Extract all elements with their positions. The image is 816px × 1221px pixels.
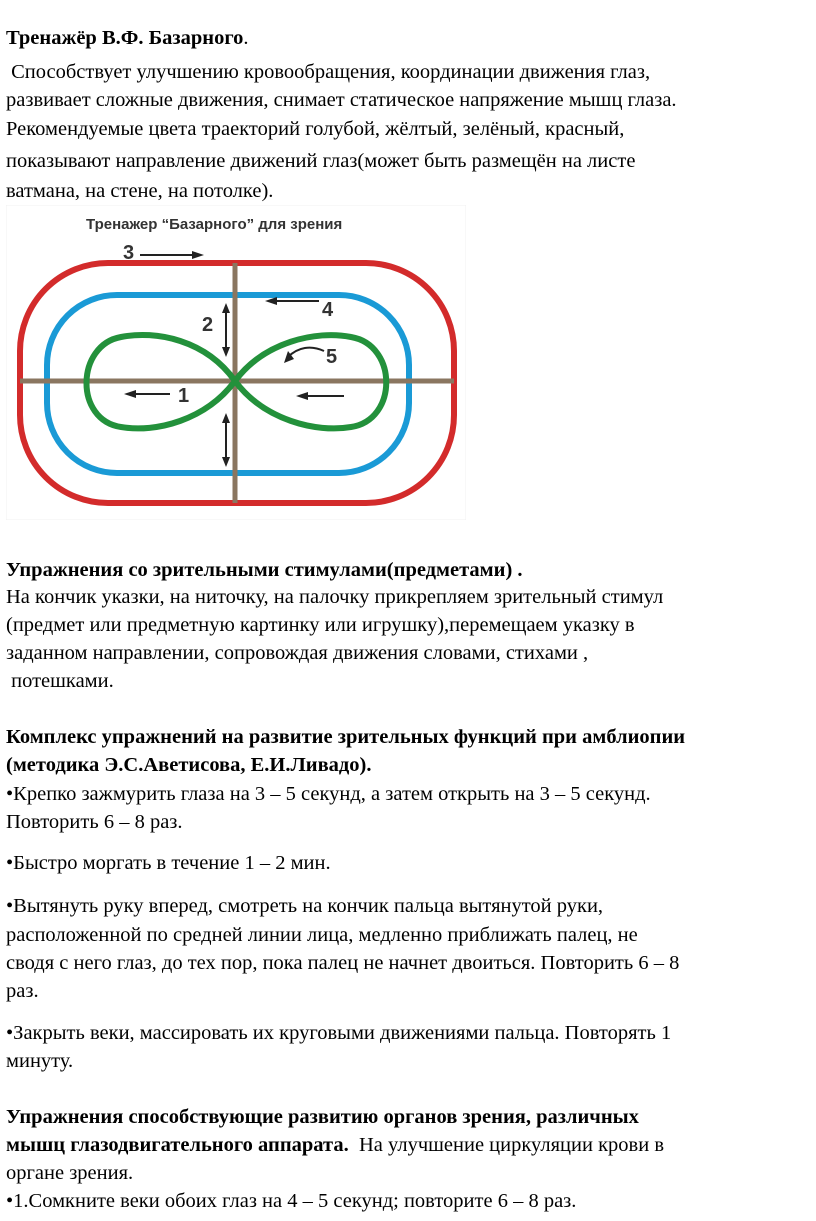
- intro-line-5: ватмана, на стене, на потолке).: [6, 180, 274, 202]
- arrow-1-head: [124, 390, 136, 398]
- section3-line-3: органе зрения.: [6, 1162, 134, 1184]
- arrow-3-head: [192, 251, 204, 259]
- intro-block: Тренажёр В.Ф. Базарного.: [6, 24, 249, 53]
- section2-item3-line-2: расположенной по средней линии лица, мед…: [6, 924, 638, 946]
- section2-heading-1: Комплекс упражнений на развитие зрительн…: [6, 726, 686, 748]
- arrow-lower-head-down: [222, 457, 230, 467]
- intro-line-1: Способствует улучшению кровообращения, к…: [6, 61, 651, 83]
- arrow-right-head: [296, 392, 308, 400]
- section1-line-3: заданном направлении, сопровождая движен…: [6, 642, 589, 664]
- green-figure-eight: [83, 331, 390, 432]
- section2-item4-line-1: •Закрыть веки, массировать их круговыми …: [6, 1022, 672, 1044]
- section2-item3-line-3: сводя с него глаз, до тех пор, пока пале…: [6, 952, 680, 974]
- label-4: 4: [322, 299, 334, 321]
- section2-item1-line-1: •Крепко зажмурить глаза на 3 – 5 секунд,…: [6, 783, 651, 805]
- label-3: 3: [123, 242, 134, 264]
- section2-heading-2: (методика Э.С.Аветисова, Е.И.Ливадо).: [6, 754, 372, 776]
- label-1: 1: [178, 385, 189, 407]
- section2-item2: •Быстро моргать в течение 1 – 2 мин.: [6, 852, 331, 874]
- arrow-2-head-up: [222, 303, 230, 313]
- section3-item-1: •1.Сомкните веки обоих глаз на 4 – 5 сек…: [6, 1190, 577, 1212]
- section2-item3-line-1: •Вытянуть руку вперед, смотреть на кончи…: [6, 895, 604, 917]
- trainer-diagram: Тренажер “Базарного” для зрения 3 4 2 5: [6, 205, 466, 520]
- section2-item4-line-2: минуту.: [6, 1050, 74, 1072]
- intro-line-3: Рекомендуемые цвета траекторий голубой, …: [6, 118, 625, 140]
- intro-line-4: показывают направление движений глаз(мож…: [6, 150, 636, 172]
- intro-title-line: Тренажёр В.Ф. Базарного.: [6, 24, 249, 53]
- section3-heading-2-line: мышц глазодвигательного аппарата. На улу…: [6, 1131, 664, 1160]
- arrow-4-head: [265, 297, 277, 305]
- arrow-2-head-down: [222, 347, 230, 357]
- figure-title: Тренажер “Базарного” для зрения: [86, 216, 342, 233]
- section3-heading-2: мышц глазодвигательного аппарата.: [6, 1134, 349, 1156]
- intro-title: Тренажёр В.Ф. Базарного: [6, 27, 244, 49]
- section1-line-4: потешками.: [6, 670, 114, 692]
- arrow-lower-head-up: [222, 413, 230, 423]
- bazarny-trainer-figure: Тренажер “Базарного” для зрения 3 4 2 5: [6, 205, 466, 520]
- section3-heading-1: Упражнения способствующие развитию орган…: [6, 1106, 639, 1128]
- label-5: 5: [326, 346, 337, 368]
- section2-item1-line-2: Повторить 6 – 8 раз.: [6, 811, 183, 833]
- label-2: 2: [202, 314, 213, 336]
- section3-heading-2-tail: На улучшение циркуляции крови в: [348, 1134, 665, 1156]
- arrow-5-head: [284, 351, 294, 363]
- section2-item3-line-4: раз.: [6, 980, 39, 1002]
- section1-line-1: На кончик указки, на ниточку, на палочку…: [6, 586, 664, 608]
- section1-line-2: (предмет или предметную картинку или игр…: [6, 614, 635, 636]
- blue-track: [44, 292, 412, 476]
- intro-title-dot: .: [243, 27, 249, 49]
- intro-line-2: развивает сложные движения, снимает стат…: [6, 89, 677, 111]
- section1-heading: Упражнения со зрительными стимулами(пред…: [6, 559, 523, 581]
